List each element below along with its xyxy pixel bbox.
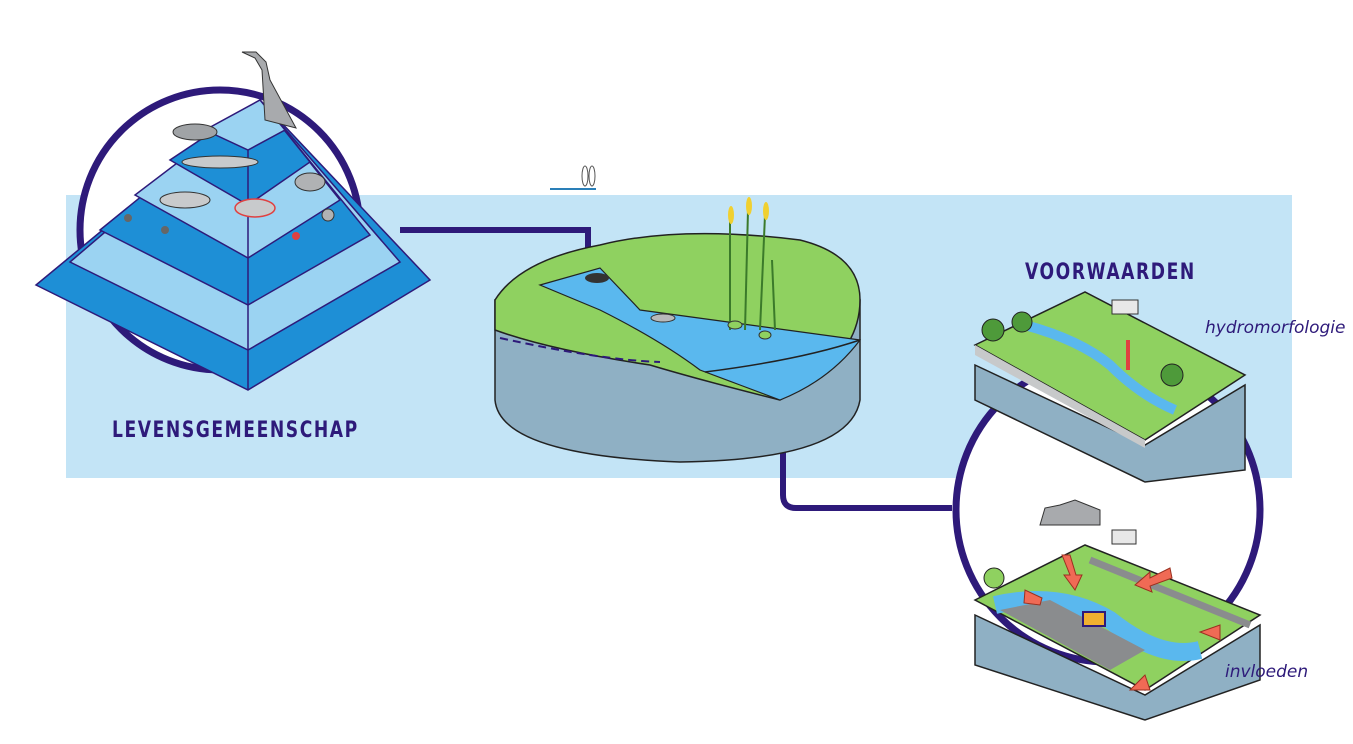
perch-icon (159, 191, 211, 209)
cloud-icon (1039, 499, 1101, 526)
community-label: LEVENSGEMEENSCHAP (112, 418, 359, 443)
duck-icon (585, 273, 609, 283)
pike-icon (181, 155, 259, 169)
conditions-label: VOORWAARDEN (1025, 260, 1196, 285)
beetle-icon (124, 214, 132, 222)
fish-icon (650, 313, 676, 323)
heron-icon (241, 51, 297, 129)
lily-pad-icon (727, 320, 772, 340)
food-pyramid (34, 98, 432, 391)
dragonfly-icon (550, 165, 596, 190)
hydromorphology-block (973, 291, 1247, 483)
influences-block (973, 529, 1262, 721)
spider-icon (161, 226, 169, 234)
toad-icon (294, 172, 326, 192)
mite-icon (292, 232, 300, 240)
otter-icon (172, 123, 218, 141)
connector-line-conditions (780, 420, 952, 511)
influence-arrows (1023, 554, 1221, 691)
snail-icon (321, 208, 335, 222)
cattail-icon (728, 197, 769, 224)
stream-water (538, 267, 862, 401)
influences-label: invloeden (1225, 662, 1309, 682)
reeds-icon (729, 209, 776, 331)
ditch-ecosystem (494, 232, 862, 463)
roach-icon (234, 198, 276, 218)
hydromorphology-label: hydromorfologie (1205, 318, 1346, 338)
tractor-icon (1082, 611, 1106, 627)
